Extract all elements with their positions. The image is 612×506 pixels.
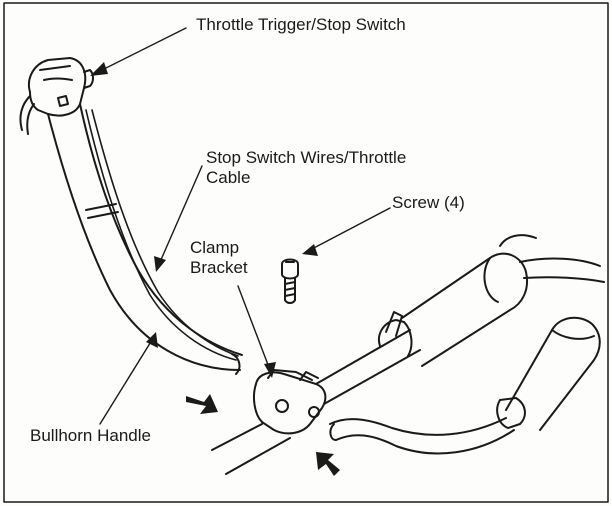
clamp-arrowhead [264, 362, 276, 378]
throttle-cable [85, 109, 239, 361]
clamp-bracket-label-line1: Clamp [190, 238, 240, 257]
screw [281, 258, 299, 304]
stop-switch-wires-label: Stop Switch Wires/Throttle Cable [206, 148, 406, 188]
bullhorn-handle-label: Bullhorn Handle [30, 426, 151, 445]
frame-border [3, 2, 609, 503]
throttle-arrowhead [90, 62, 108, 76]
wires-arrowhead [154, 256, 166, 272]
bullhorn-callout [99, 339, 153, 425]
screw-callout [309, 207, 391, 251]
clamp-bracket-label-line2: Bracket [190, 258, 248, 277]
callout-lines [97, 27, 391, 425]
bullhorn-arrowhead [146, 332, 158, 348]
clamp-callout [237, 285, 271, 371]
wires-callout [159, 165, 203, 263]
throttle-trigger-label: Throttle Trigger/Stop Switch [196, 15, 406, 34]
assembly-arrow-bottom [316, 452, 340, 476]
assembly-arrow-left [186, 394, 218, 414]
right-handle-arm [329, 316, 601, 455]
throttle-trigger-housing [19, 57, 94, 135]
main-shaft [315, 234, 605, 405]
throttle-callout [97, 27, 187, 73]
screw-arrowhead [302, 244, 318, 256]
screw-label: Screw (4) [392, 193, 465, 212]
clamp-bracket [253, 369, 327, 435]
lower-tube-left [211, 423, 291, 475]
stop-switch-wires-label-line2: Cable [206, 168, 251, 187]
clamp-bracket-label: Clamp Bracket [190, 238, 248, 278]
stop-switch-wires-label-line1: Stop Switch Wires/Throttle [206, 148, 407, 167]
